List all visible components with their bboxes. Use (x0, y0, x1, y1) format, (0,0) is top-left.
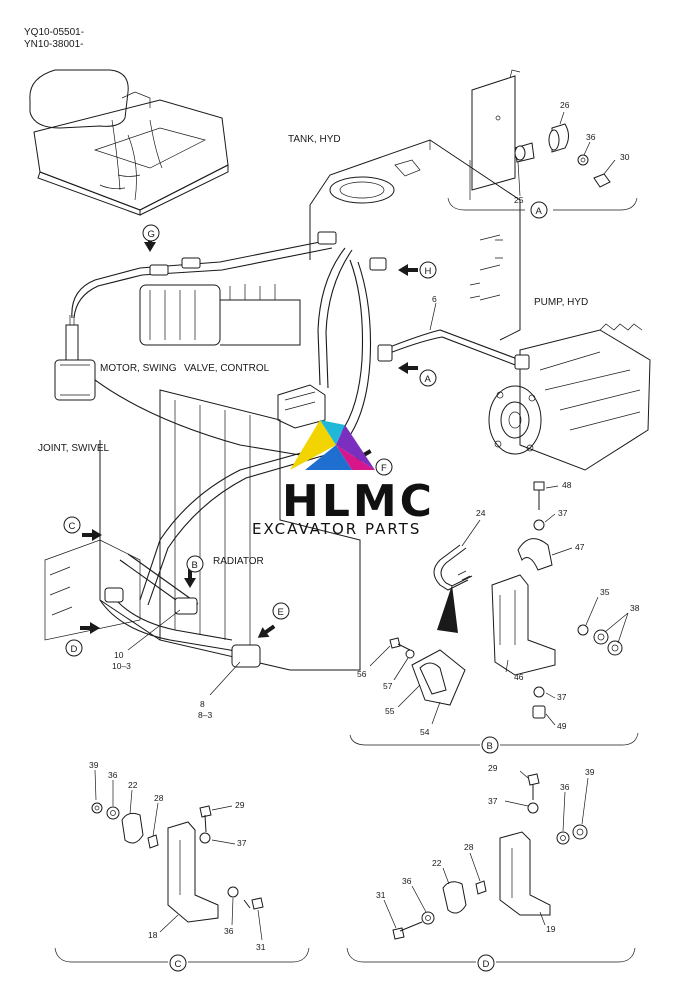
view-marker-e[interactable]: E (272, 602, 290, 620)
svg-text:18: 18 (148, 930, 158, 940)
svg-text:46: 46 (514, 672, 524, 682)
pump-label: PUMP, HYD (534, 297, 588, 308)
hydraulic-pump: PUMP, HYD (488, 297, 651, 471)
part-8: 8 (200, 699, 205, 709)
detail-b-label: B (487, 741, 493, 752)
svg-text:F: F (381, 463, 387, 474)
swivel-joint: JOINT, SWIVEL (38, 315, 110, 454)
detail-c-label: C (175, 959, 182, 970)
svg-text:B: B (192, 560, 198, 571)
swing-motor: MOTOR, SWING (100, 284, 301, 374)
svg-text:22: 22 (128, 780, 138, 790)
serial-range-2: YN10-38001- (24, 39, 83, 50)
svg-text:D: D (71, 644, 78, 655)
view-marker-f[interactable]: F (375, 458, 393, 476)
svg-text:G: G (148, 229, 155, 240)
radiator: RADIATOR (44, 389, 361, 671)
svg-text:H: H (425, 266, 432, 277)
svg-text:36: 36 (586, 132, 596, 142)
svg-text:48: 48 (562, 480, 572, 490)
view-marker-h[interactable]: H (419, 261, 437, 279)
radiator-label: RADIATOR (213, 556, 264, 567)
svg-text:56: 56 (357, 669, 367, 679)
part-10-3: 10–3 (112, 661, 131, 671)
hlmc-logo-mark (290, 420, 375, 470)
svg-text:29: 29 (488, 763, 498, 773)
hydraulic-hoses (71, 231, 530, 668)
view-marker-c[interactable]: C (63, 516, 81, 534)
svg-text:36: 36 (560, 782, 570, 792)
part-10: 10 (114, 650, 124, 660)
svg-text:36: 36 (402, 876, 412, 886)
view-arrows (80, 232, 418, 638)
svg-text:39: 39 (585, 767, 595, 777)
detail-d-label: D (483, 959, 490, 970)
svg-text:36: 36 (224, 926, 234, 936)
tank-label: TANK, HYD (288, 134, 341, 145)
detail-b: 24 48 37 47 35 (349, 480, 640, 754)
svg-text:57: 57 (383, 681, 393, 691)
serial-range-1: YQ10-05501- (24, 27, 84, 38)
svg-text:22: 22 (432, 858, 442, 868)
valve-control-label: VALVE, CONTROL (184, 363, 270, 374)
svg-text:31: 31 (376, 890, 386, 900)
svg-text:30: 30 (620, 152, 630, 162)
main-callouts: 6 10 10–3 8 8–3 (112, 294, 437, 720)
motor-swing-label: MOTOR, SWING (100, 363, 177, 374)
svg-text:A: A (425, 374, 432, 385)
view-marker-d[interactable]: D (65, 639, 83, 657)
svg-text:37: 37 (557, 692, 567, 702)
svg-text:25: 25 (514, 195, 524, 205)
joint-swivel-label: JOINT, SWIVEL (38, 443, 110, 454)
svg-text:28: 28 (464, 842, 474, 852)
view-marker-a[interactable]: A (419, 369, 437, 387)
watermark-brand: HLMC (282, 476, 435, 527)
svg-text:24: 24 (476, 508, 486, 518)
detail-a: 26 36 30 25 A (447, 69, 638, 219)
part-6: 6 (432, 294, 437, 304)
svg-text:54: 54 (420, 727, 430, 737)
hydraulic-tank: TANK, HYD (288, 134, 521, 341)
svg-text:47: 47 (575, 542, 585, 552)
svg-text:38: 38 (630, 603, 640, 613)
watermark-tagline: EXCAVATOR PARTS (252, 520, 421, 538)
svg-text:26: 26 (560, 100, 570, 110)
svg-text:19: 19 (546, 924, 556, 934)
view-marker-g[interactable]: G (142, 224, 160, 242)
control-valve: VALVE, CONTROL (184, 363, 326, 429)
detail-a-label: A (536, 206, 543, 217)
svg-text:E: E (278, 607, 284, 618)
svg-text:28: 28 (154, 793, 164, 803)
view-marker-b[interactable]: B (186, 555, 204, 573)
part-8-3: 8–3 (198, 710, 212, 720)
svg-text:37: 37 (237, 838, 247, 848)
svg-text:31: 31 (256, 942, 266, 952)
svg-text:49: 49 (557, 721, 567, 731)
svg-text:36: 36 (108, 770, 118, 780)
svg-text:39: 39 (89, 760, 99, 770)
operator-seat (29, 69, 229, 216)
detail-c: 39 36 22 28 29 37 18 36 31 C (54, 760, 310, 972)
hlmc-watermark: HLMC EXCAVATOR PARTS (252, 420, 435, 538)
detail-d: 29 39 37 36 28 22 31 36 19 D (346, 763, 636, 972)
svg-text:37: 37 (488, 796, 498, 806)
svg-text:29: 29 (235, 800, 245, 810)
svg-text:37: 37 (558, 508, 568, 518)
svg-text:35: 35 (600, 587, 610, 597)
svg-text:55: 55 (385, 706, 395, 716)
svg-text:C: C (69, 521, 76, 532)
